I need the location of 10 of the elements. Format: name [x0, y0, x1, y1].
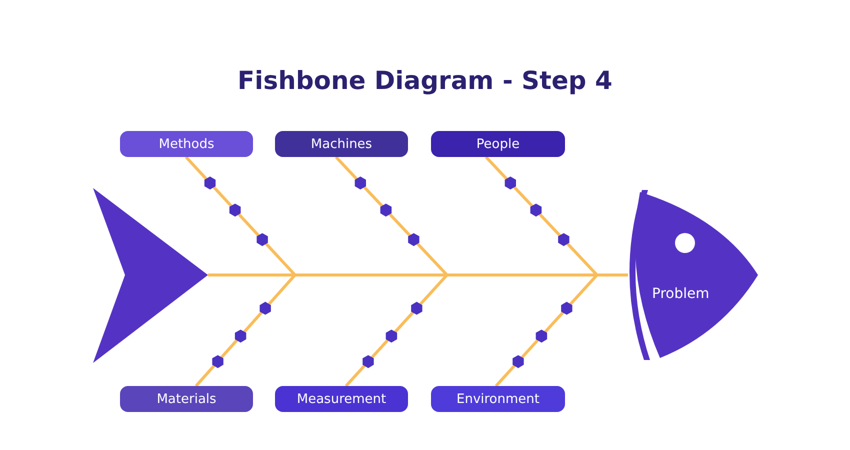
category-label: Machines [275, 131, 408, 157]
bone-line [494, 274, 628, 388]
category-label: Materials [120, 386, 253, 412]
diagram-title: Fishbone Diagram - Step 4 [236, 66, 614, 95]
category-label: People [431, 131, 565, 157]
category-label: Measurement [275, 386, 408, 412]
category-label: Environment [431, 386, 565, 412]
fish-tail [92, 187, 210, 364]
category-label: Methods [120, 131, 253, 157]
problem-label: Problem [652, 286, 710, 302]
